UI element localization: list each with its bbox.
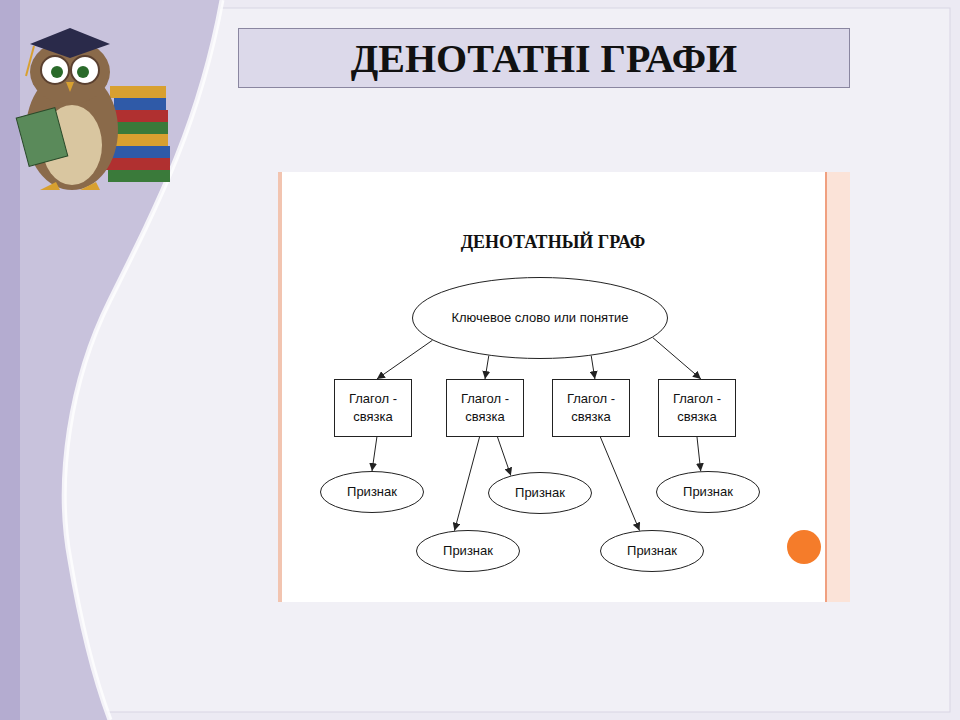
node-text-group: Ключевое слово или понятие	[451, 309, 628, 327]
node-label: Глагол - связка	[339, 390, 407, 426]
side-strip	[0, 0, 20, 720]
panel-left-edge	[278, 172, 282, 602]
node-text-group: Глагол - связка	[663, 390, 731, 426]
arrow-connector	[591, 356, 595, 379]
node-text-group: Признак	[515, 484, 565, 502]
arrow-connector	[497, 437, 510, 476]
ellipse-outline	[601, 531, 704, 572]
feature-ellipse: Признак	[600, 530, 704, 572]
ellipse-outline	[413, 278, 668, 359]
node-label: Признак	[347, 483, 397, 501]
node-label: Признак	[515, 484, 565, 502]
node-label: Признак	[443, 542, 493, 560]
feature-ellipse: Признак	[320, 471, 424, 513]
arrow-connector	[485, 356, 489, 379]
panel-right-line	[825, 172, 827, 602]
ellipse-outline	[321, 472, 424, 513]
feature-ellipse: Признак	[656, 471, 760, 513]
node-label: Глагол - связка	[663, 390, 731, 426]
side-band	[0, 0, 222, 720]
node-text-group: Признак	[347, 483, 397, 501]
node-label: Глагол - связка	[451, 390, 519, 426]
title-box: ДЕНОТАТНІ ГРАФИ	[238, 28, 850, 88]
node-label: Глагол - связка	[557, 390, 625, 426]
ellipse-outline	[657, 472, 760, 513]
node-label: Признак	[683, 483, 733, 501]
arrow-connector	[372, 437, 377, 471]
node-text-group: Признак	[443, 542, 493, 560]
feature-ellipse: Признак	[488, 472, 592, 514]
node-text-group: Глагол - связка	[557, 390, 625, 426]
node-text-group: Признак	[683, 483, 733, 501]
node-text-group: Глагол - связка	[339, 390, 407, 426]
panel-right-band	[826, 172, 850, 602]
arrow-connector	[377, 340, 433, 379]
orange-dot	[787, 530, 821, 564]
arrow-connector	[600, 437, 639, 531]
verb-box: Глагол - связка	[658, 379, 736, 437]
node-label: Признак	[627, 542, 677, 560]
arrow-connector	[454, 437, 479, 531]
verb-box: Глагол - связка	[552, 379, 630, 437]
arrow-connector	[653, 337, 701, 379]
owl-illustration	[16, 28, 170, 190]
node-label: Ключевое слово или понятие	[451, 309, 628, 327]
feature-ellipse: Признак	[416, 530, 520, 572]
picture-heading: ДЕНОТАТНЫЙ ГРАФ	[280, 232, 826, 253]
concept-ellipse: Ключевое слово или понятие	[412, 277, 668, 359]
arrow-connector	[697, 437, 701, 471]
picture-panel	[278, 172, 850, 602]
verb-box: Глагол - связка	[334, 379, 412, 437]
node-text-group: Глагол - связка	[451, 390, 519, 426]
verb-box: Глагол - связка	[446, 379, 524, 437]
ellipse-outline	[417, 531, 520, 572]
ellipse-outline	[489, 473, 592, 514]
node-text-group: Признак	[627, 542, 677, 560]
slide-frame	[10, 8, 950, 712]
slide-title: ДЕНОТАТНІ ГРАФИ	[351, 35, 737, 82]
